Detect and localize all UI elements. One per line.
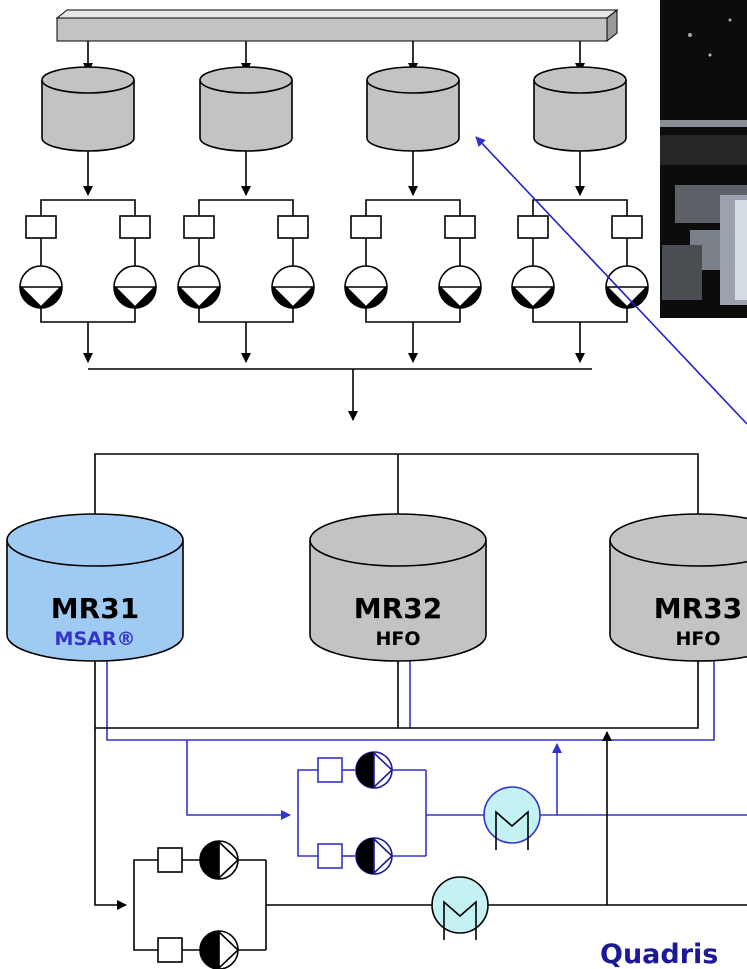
caption-quadris: Quadris — [600, 939, 718, 969]
hfo-pump-station — [158, 841, 266, 969]
pump-group-2 — [178, 200, 314, 362]
hfo-black-lines — [95, 643, 747, 950]
pump-group-3 — [345, 200, 481, 362]
pump-symbol — [20, 266, 62, 308]
tank-fuel: HFO — [375, 628, 420, 650]
collector-line — [88, 369, 698, 520]
heater-hfo — [432, 877, 488, 940]
msar-blue-lines — [107, 640, 747, 856]
msar-pump-station — [318, 752, 426, 874]
pump-symbol — [272, 266, 314, 308]
storage-tank-4 — [534, 67, 626, 151]
pump-symbol — [345, 266, 387, 308]
pump-group-4 — [512, 200, 648, 362]
storage-tank-1 — [42, 67, 134, 151]
transfer-pump-groups — [20, 200, 648, 362]
pump-symbol — [606, 266, 648, 308]
supply-header-bar — [57, 10, 617, 41]
storage-tanks — [42, 67, 626, 151]
pump-symbol — [439, 266, 481, 308]
pump-symbol — [512, 266, 554, 308]
tank-fuel: MSAR® — [55, 628, 136, 650]
tank-name: MR33 — [654, 592, 742, 625]
tank-name: MR32 — [354, 592, 442, 625]
heater-msar — [484, 787, 540, 850]
tank-fuel: HFO — [675, 628, 720, 650]
plant-photo — [660, 0, 747, 318]
pump-symbol — [178, 266, 220, 308]
pump-symbol — [114, 266, 156, 308]
pump-group-1 — [20, 200, 156, 362]
tank-name: MR31 — [51, 592, 139, 625]
storage-tank-2 — [200, 67, 292, 151]
storage-tank-3 — [367, 67, 459, 151]
